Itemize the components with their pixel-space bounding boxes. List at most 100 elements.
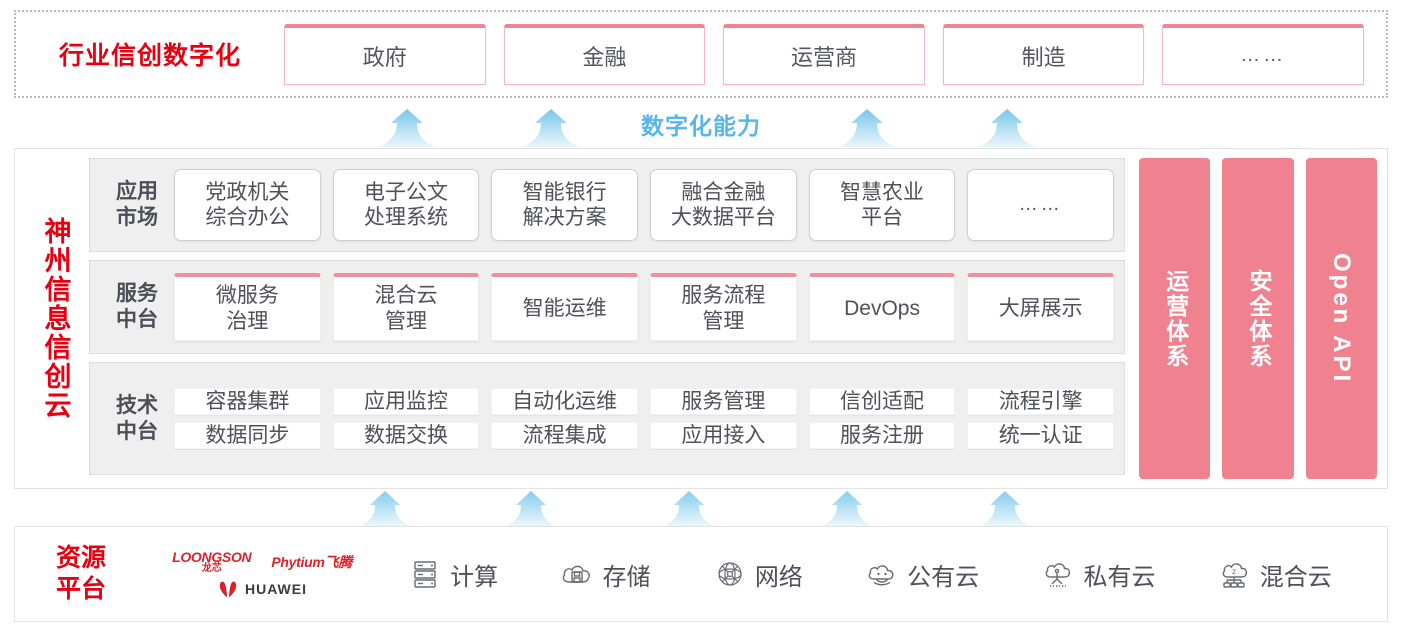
cell-line: 党政机关 bbox=[205, 180, 290, 204]
up-arrow-icon bbox=[836, 108, 898, 148]
resource-item-public-cloud[interactable]: 公有云 bbox=[865, 557, 979, 592]
resource-arrow-strip bbox=[14, 489, 1388, 529]
layer-label-line: 服务 bbox=[116, 282, 158, 306]
cloud-panel-body: 应用 市场 党政机关 综合办公 电子公文 处理系统 bbox=[89, 149, 1387, 488]
cell-line: 管理 bbox=[702, 309, 745, 333]
cell-line: 智慧农业 bbox=[840, 180, 925, 204]
layer-label-service-platform: 服务 中台 bbox=[100, 281, 174, 332]
resource-platform-panel: 资源 平台 LOONGSON 龙芯 Phytium飞腾 bbox=[14, 526, 1388, 622]
vendor-logo-row: LOONGSON 龙芯 Phytium飞腾 bbox=[172, 550, 352, 574]
cloud-panel-title-text: 神州信息信创云 bbox=[40, 217, 71, 420]
pillar-label: 安全体系 bbox=[1245, 268, 1272, 369]
cell-line: 综合办公 bbox=[205, 206, 290, 229]
tech-cell-data-sync[interactable]: 数据同步 bbox=[174, 422, 321, 450]
pillar-security-system[interactable]: 安全体系 bbox=[1222, 158, 1294, 479]
cell-line: DevOps bbox=[844, 296, 920, 320]
tech-cell-service-mgmt[interactable]: 服务管理 bbox=[650, 387, 797, 415]
app-cell-government-office[interactable]: 党政机关 综合办公 bbox=[174, 169, 321, 241]
application-market-items: 党政机关 综合办公 电子公文 处理系统 智能银行 解决方案 bbox=[174, 169, 1115, 241]
resource-item-compute[interactable]: 计算 bbox=[408, 557, 498, 592]
cell-line: 智能运维 bbox=[522, 296, 607, 320]
pillar-operations-system[interactable]: 运营体系 bbox=[1139, 158, 1211, 479]
cloud-pillar-list: 运营体系 安全体系 Open API bbox=[1125, 158, 1377, 479]
service-platform-items: 微服务 治理 混合云 管理 智能运维 bbox=[174, 273, 1115, 341]
resource-item-label: 计算 bbox=[450, 563, 499, 591]
industry-band-title: 行业信创数字化 bbox=[58, 42, 241, 70]
tech-cell-automated-ops[interactable]: 自动化运维 bbox=[491, 387, 639, 415]
svc-cell-devops[interactable]: DevOps bbox=[808, 273, 956, 341]
industry-box-finance[interactable]: 金融 bbox=[503, 23, 706, 85]
layer-technical-platform: 技术 中台 容器集群 应用监控 自动化运维 服务管理 信创适配 流程引擎 数据同… bbox=[89, 362, 1125, 475]
vendor-logo-row: HUAWEI bbox=[217, 580, 307, 598]
tech-cell-xinchuang-adaptation[interactable]: 信创适配 bbox=[808, 387, 956, 415]
layer-label-line: 中台 bbox=[116, 308, 158, 331]
app-cell-smart-bank[interactable]: 智能银行 解决方案 bbox=[491, 169, 639, 241]
huawei-logo: HUAWEI bbox=[217, 580, 307, 598]
svc-cell-intelligent-ops[interactable]: 智能运维 bbox=[491, 273, 639, 341]
capability-label: 数字化能力 bbox=[641, 113, 761, 139]
layer-label-application-market: 应用 市场 bbox=[100, 179, 174, 230]
resource-item-network[interactable]: 网络 bbox=[713, 557, 803, 592]
cell-line: 平台 bbox=[861, 206, 904, 229]
layer-label-line: 中台 bbox=[116, 419, 158, 443]
svc-cell-service-process-mgmt[interactable]: 服务流程 管理 bbox=[650, 273, 797, 341]
up-arrow-icon bbox=[520, 108, 582, 148]
app-cell-edoc-system[interactable]: 电子公文 处理系统 bbox=[332, 169, 480, 241]
up-arrow-icon bbox=[354, 489, 416, 529]
tech-cell-process-integration[interactable]: 流程集成 bbox=[491, 422, 639, 450]
industry-box-manufacturing[interactable]: 制造 bbox=[942, 23, 1145, 85]
cloud-panel: 神州信息信创云 应用 市场 党政机关 综合办公 bbox=[14, 148, 1388, 489]
resource-item-private-cloud[interactable]: 私有云 bbox=[1041, 557, 1155, 592]
resource-item-label: 私有云 bbox=[1083, 563, 1156, 591]
svc-cell-hybrid-cloud-mgmt[interactable]: 混合云 管理 bbox=[332, 273, 480, 341]
resource-item-label: 存储 bbox=[602, 563, 651, 591]
svc-cell-dashboard[interactable]: 大屏展示 bbox=[967, 273, 1115, 341]
resource-title-line: 平台 bbox=[55, 575, 106, 603]
app-cell-finance-bigdata[interactable]: 融合金融 大数据平台 bbox=[650, 169, 797, 241]
tech-cell-process-engine[interactable]: 流程引擎 bbox=[967, 387, 1115, 415]
hybrid-cloud-icon: z bbox=[1218, 557, 1252, 591]
layer-label-line: 应用 bbox=[116, 180, 158, 204]
industry-box-government[interactable]: 政府 bbox=[284, 23, 486, 85]
industry-box-list: 政府 金融 运营商 制造 …… bbox=[284, 23, 1386, 85]
cell-line: 管理 bbox=[385, 309, 427, 333]
cell-line: 解决方案 bbox=[522, 206, 607, 229]
app-cell-smart-agriculture[interactable]: 智慧农业 平台 bbox=[808, 169, 956, 241]
up-arrow-icon bbox=[500, 489, 562, 529]
tech-cell-unified-auth[interactable]: 统一认证 bbox=[967, 422, 1115, 450]
tech-cell-container-cluster[interactable]: 容器集群 bbox=[174, 387, 321, 415]
layer-label-technical-platform: 技术 中台 bbox=[100, 393, 174, 444]
tech-cell-service-registry[interactable]: 服务注册 bbox=[808, 422, 956, 450]
app-cell-more[interactable]: …… bbox=[967, 169, 1115, 241]
cloud-panel-title: 神州信息信创云 bbox=[15, 149, 89, 488]
cell-line: 智能银行 bbox=[522, 180, 607, 204]
resource-title-line: 资源 bbox=[55, 543, 106, 572]
up-arrow-icon bbox=[976, 108, 1038, 148]
huawei-petal-icon bbox=[217, 580, 239, 598]
cell-line: 大数据平台 bbox=[670, 206, 776, 229]
vendor-logo-group: LOONGSON 龙芯 Phytium飞腾 HUAWEI bbox=[147, 550, 377, 598]
resource-item-label: 网络 bbox=[754, 563, 803, 591]
resource-platform-title: 资源 平台 bbox=[15, 543, 147, 606]
resource-item-list: 计算 存储 bbox=[377, 557, 1387, 592]
cell-line: 电子公文 bbox=[364, 180, 448, 204]
pillar-open-api[interactable]: Open API bbox=[1305, 158, 1377, 479]
tech-cell-app-monitoring[interactable]: 应用监控 bbox=[332, 387, 480, 415]
resource-item-storage[interactable]: 存储 bbox=[560, 557, 650, 592]
industry-band: 行业信创数字化 政府 金融 运营商 制造 …… bbox=[14, 10, 1388, 98]
cell-line: 混合云 bbox=[374, 284, 438, 308]
cell-line: 大屏展示 bbox=[998, 296, 1083, 320]
tech-cell-data-exchange[interactable]: 数据交换 bbox=[332, 422, 480, 450]
resource-item-label: 公有云 bbox=[907, 563, 980, 591]
industry-box-carrier[interactable]: 运营商 bbox=[723, 23, 925, 85]
svc-cell-microservice-governance[interactable]: 微服务 治理 bbox=[174, 273, 321, 341]
industry-box-more[interactable]: …… bbox=[1162, 23, 1364, 85]
resource-item-hybrid-cloud[interactable]: z 混合云 bbox=[1218, 557, 1332, 592]
resource-item-label: 混合云 bbox=[1259, 563, 1332, 591]
layer-label-line: 技术 bbox=[116, 393, 158, 417]
up-arrow-icon bbox=[816, 489, 878, 529]
up-arrow-icon bbox=[376, 108, 438, 148]
tech-cell-app-access[interactable]: 应用接入 bbox=[650, 422, 797, 450]
cloud-storage-icon bbox=[560, 557, 594, 591]
phytium-logo: Phytium飞腾 bbox=[271, 554, 352, 570]
